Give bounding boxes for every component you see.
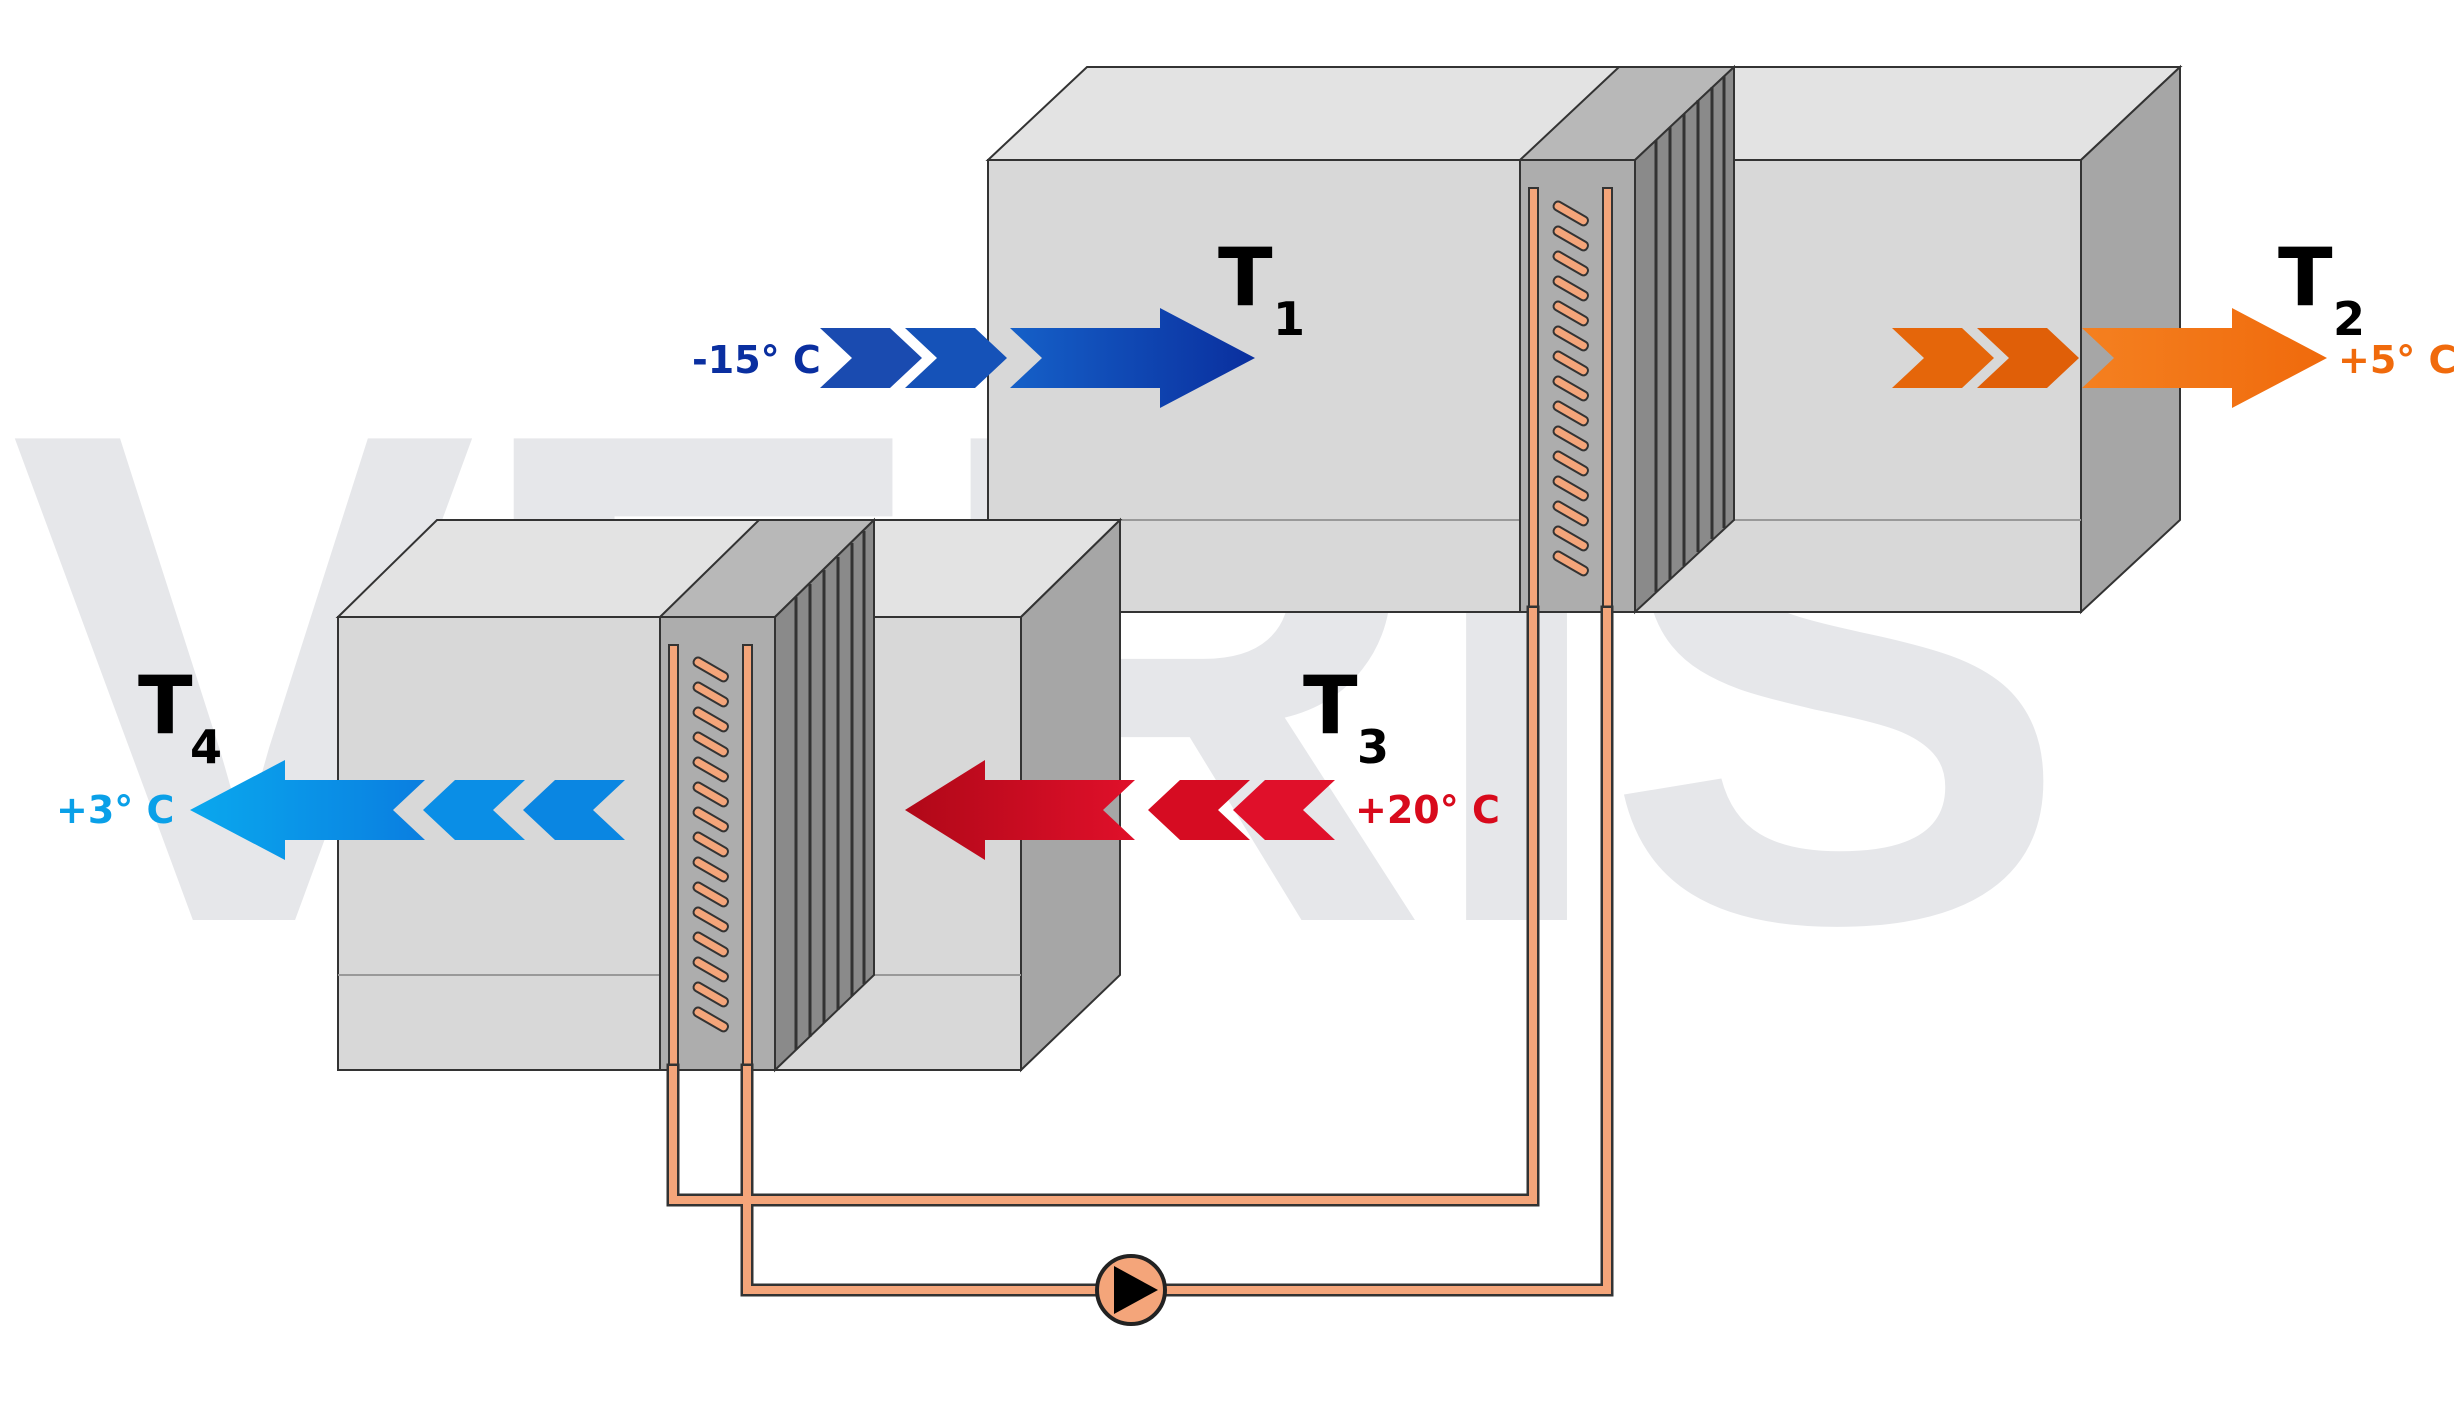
t3-index: 3 xyxy=(1357,720,1389,774)
point-label-t4: T 4 xyxy=(138,659,222,774)
t4-letter: T xyxy=(138,659,193,752)
t2-letter: T xyxy=(2278,231,2333,324)
lower-air-handling-unit xyxy=(335,517,1123,1073)
airflow-arrow-exhaust xyxy=(190,760,625,860)
point-label-t2: T 2 xyxy=(2278,231,2365,346)
lower-coil-fin-slats xyxy=(692,656,729,1033)
t2-index: 2 xyxy=(2333,292,2365,346)
point-label-t1: T 1 xyxy=(1218,231,1305,346)
airflow-arrow-supply xyxy=(1892,308,2327,408)
t1-index: 1 xyxy=(1273,292,1305,346)
point-label-t3: T 3 xyxy=(1303,659,1389,774)
t3-temperature: +20° C xyxy=(1355,788,1500,832)
airflow-arrow-extract xyxy=(905,760,1335,860)
pipe-loop xyxy=(666,605,1614,1297)
upper-coil-fin-slats xyxy=(1552,200,1589,577)
t1-letter: T xyxy=(1218,231,1273,324)
pump-icon xyxy=(1095,1254,1167,1326)
t4-temperature: +3° C xyxy=(56,788,174,832)
t2-temperature: +5° C xyxy=(2338,338,2456,382)
t4-index: 4 xyxy=(190,720,222,774)
t3-letter: T xyxy=(1303,659,1358,752)
airflow-arrow-outdoor-intake xyxy=(820,308,1255,408)
t1-temperature: -15° C xyxy=(692,338,821,382)
